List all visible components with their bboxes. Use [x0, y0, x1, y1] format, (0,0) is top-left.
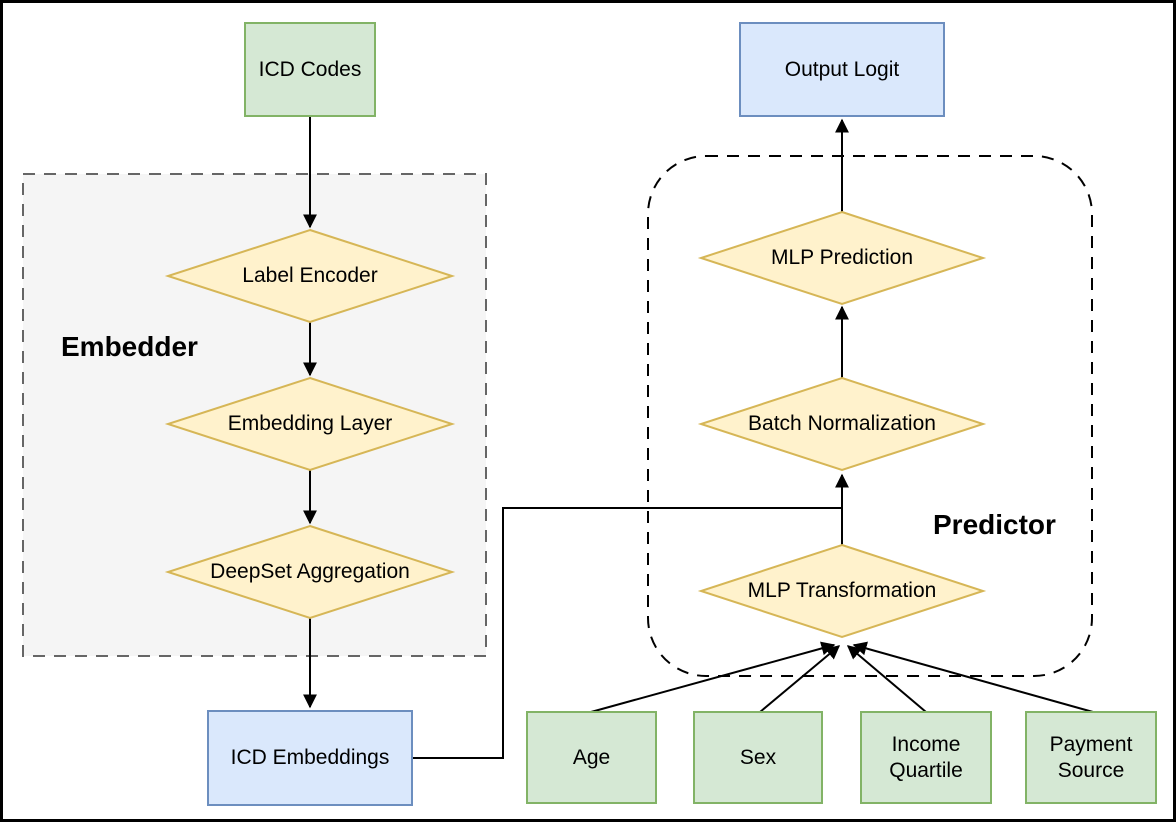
- edges: [303, 116, 1094, 759]
- edge-sex-to-mlp-transformation: [759, 645, 841, 713]
- label-encoder-node: [164, 228, 456, 324]
- deepset-aggregation-node: [164, 524, 456, 620]
- edge-payment-source-to-mlp-transformation: [852, 641, 1094, 713]
- icd-codes-node: [244, 22, 376, 117]
- nodes: [164, 22, 1157, 806]
- age-node: [526, 711, 657, 804]
- sex-node: [693, 711, 823, 804]
- mlp-transformation-node: [697, 543, 987, 639]
- edge-icd-embeddings-to-batch-normalization: [412, 507, 841, 759]
- mlp-prediction-node: [697, 210, 987, 306]
- edge-income-quartile-to-mlp-transformation: [846, 645, 927, 713]
- payment-source-node: [1025, 711, 1157, 804]
- predictor-group-box: [647, 155, 1093, 677]
- income-quartile-node: [860, 711, 992, 804]
- embedding-layer-node: [164, 376, 456, 472]
- output-logit-node: [739, 22, 945, 117]
- batch-normalization-node: [697, 376, 987, 472]
- diagram-graphics: [22, 22, 1157, 806]
- edge-age-to-mlp-transformation: [590, 641, 836, 713]
- icd-embeddings-node: [207, 710, 413, 806]
